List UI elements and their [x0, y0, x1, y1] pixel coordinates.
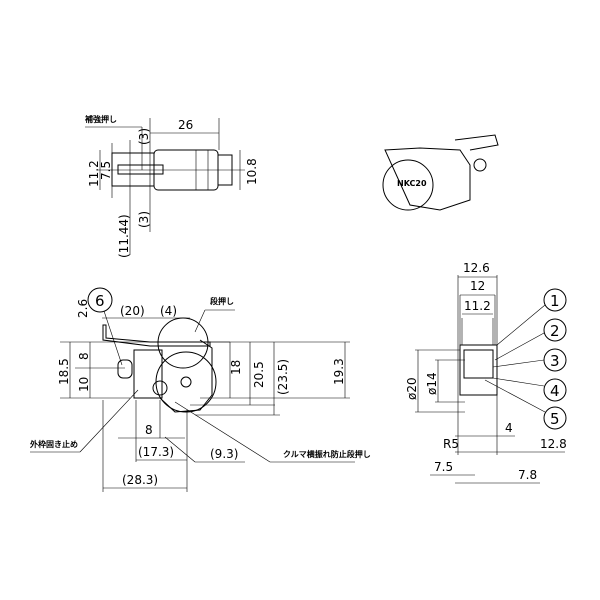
dim-dia-20: ø20 [405, 377, 419, 400]
callout-4: 4 [492, 377, 567, 402]
nkc20-label: NKC20 [397, 179, 427, 188]
dim-9-3: (9.3) [210, 447, 238, 461]
dim-12-8: 12.8 [540, 437, 567, 451]
dim-7-8: 7.8 [518, 468, 537, 482]
dim-10: 10 [77, 377, 91, 392]
reinforcement-press-note: 補強押し [84, 114, 117, 124]
top-view: 補強押し 26 11.2 7.5 10.8 (3) (3) (11.44) [84, 114, 259, 258]
dim-20: (20) [120, 304, 145, 318]
dim-8-horiz: 8 [145, 423, 153, 437]
dim-18: 18 [229, 360, 243, 375]
step-press-note: 段押し [210, 296, 234, 306]
dim-r5: R5 [443, 437, 459, 451]
dim-20-5: 20.5 [252, 361, 266, 388]
dim-4: (4) [160, 304, 177, 318]
dim-17-3: (17.3) [138, 445, 174, 459]
svg-text:1: 1 [550, 292, 560, 310]
dim-11-2: 11.2 [87, 160, 101, 187]
dim-19-3: 19.3 [332, 358, 346, 385]
frame-fix-note: 外枠固き止め [30, 439, 78, 449]
svg-text:3: 3 [550, 352, 560, 370]
dim-10-8: 10.8 [245, 158, 259, 185]
dim-26: 26 [178, 118, 193, 132]
dim-11-2-front: 11.2 [464, 299, 491, 313]
callout-6: 6 [95, 292, 105, 310]
dim-2-6: 2.6 [76, 299, 90, 318]
dim-12: 12 [470, 279, 485, 293]
callout-2: 2 [494, 318, 567, 361]
dim-3-bottom: (3) [137, 211, 151, 228]
dim-4-front: 4 [505, 421, 513, 435]
dim-3-top: (3) [137, 128, 151, 145]
front-view: 12.6 12 11.2 ø20 ø14 R5 4 12.8 7.5 7.8 1… [405, 261, 567, 484]
side-view: 6 2.6 (20) (4) 段押し 18.5 8 10 18 20.5 (23… [30, 287, 371, 492]
svg-text:2: 2 [550, 322, 560, 340]
dim-11-44: (11.44) [117, 214, 131, 258]
callout-3: 3 [492, 348, 567, 372]
svg-text:4: 4 [550, 382, 560, 400]
callout-5: 5 [484, 379, 567, 430]
dim-12-6: 12.6 [463, 261, 490, 275]
svg-text:5: 5 [550, 410, 560, 428]
dim-28-3: (28.3) [122, 473, 158, 487]
dim-7-5: 7.5 [99, 161, 113, 180]
callout-1: 1 [496, 288, 567, 346]
dim-7-5-front: 7.5 [434, 460, 453, 474]
iso-view: NKC20 [382, 134, 499, 211]
wheel-sway-note: クルマ横振れ防止段押し [283, 449, 371, 459]
dim-8-vert: 8 [77, 352, 91, 360]
dim-23-5: (23.5) [276, 359, 290, 395]
dim-dia-14: ø14 [425, 372, 439, 395]
dim-18-5: 18.5 [57, 358, 71, 385]
